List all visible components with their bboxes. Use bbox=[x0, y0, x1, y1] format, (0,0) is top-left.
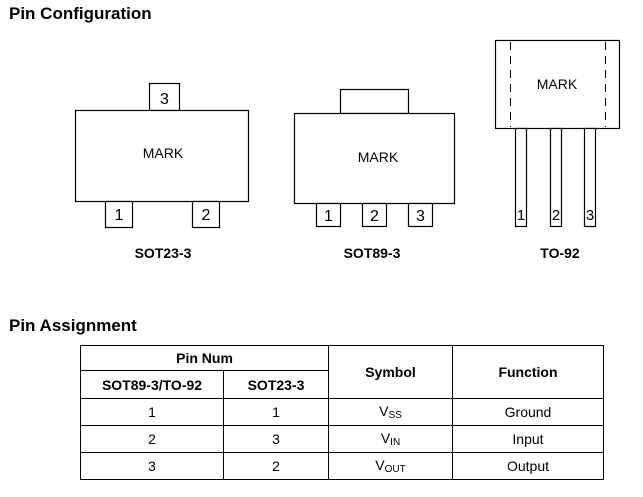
table-row: 2 3 VIN Input bbox=[80, 425, 604, 453]
pin-sot23-cell: 2 bbox=[223, 452, 329, 480]
function-header: Function bbox=[452, 345, 604, 399]
to92-pin3-lead bbox=[583, 127, 597, 228]
pin-num-header: Pin Num bbox=[80, 345, 329, 371]
symbol-cell: VIN bbox=[328, 425, 453, 453]
symbol-main: V bbox=[375, 457, 385, 473]
pin-assignment-heading: Pin Assignment bbox=[9, 316, 137, 335]
sot23-body bbox=[74, 109, 250, 203]
symbol-subscript: SS bbox=[388, 410, 402, 421]
to92-pin2-lead bbox=[549, 127, 563, 228]
sot89-to92-header: SOT89-3/TO-92 bbox=[80, 370, 224, 399]
to92-pin1-label: 1 bbox=[517, 207, 525, 224]
table-subheader-row: SOT89-3/TO-92 SOT23-3 bbox=[80, 370, 604, 399]
to92-pin2-label: 2 bbox=[552, 207, 560, 224]
to92-body bbox=[494, 39, 621, 130]
sot89-mark: MARK bbox=[358, 149, 399, 165]
table-header-row: Pin Num Symbol Function bbox=[80, 345, 604, 399]
pin-sot23-cell: 1 bbox=[223, 398, 329, 426]
pin-assignment-table: Pin Num Symbol Function SOT89-3/TO-92 SO… bbox=[80, 345, 604, 480]
sot23-pin1-box bbox=[104, 200, 134, 229]
sot23-pin3-label: 3 bbox=[160, 91, 169, 108]
sot23-pin1-label: 1 bbox=[115, 207, 124, 224]
to92-package: MARK 1 2 3 TO-92 bbox=[494, 39, 621, 261]
sot89-body bbox=[293, 112, 456, 205]
sot23-pin2-box bbox=[191, 200, 221, 229]
sot23-name: SOT23-3 bbox=[135, 245, 192, 261]
sot23-mark: MARK bbox=[143, 145, 184, 161]
pin-sot89-to92-cell: 1 bbox=[80, 398, 224, 426]
symbol-main: V bbox=[380, 430, 391, 446]
pin-configuration-heading: Pin Configuration bbox=[9, 4, 152, 23]
pin-sot23-cell: 3 bbox=[223, 425, 329, 453]
symbol-subscript: IN bbox=[390, 437, 401, 448]
symbol-header: Symbol bbox=[328, 345, 453, 399]
function-cell: Ground bbox=[452, 398, 604, 426]
symbol-main: V bbox=[379, 403, 389, 419]
symbol-cell: VSS bbox=[328, 398, 453, 426]
sot89-pin2-box bbox=[361, 202, 388, 228]
pin-sot89-to92-cell: 3 bbox=[80, 452, 224, 480]
sot23-pin2-label: 2 bbox=[202, 207, 211, 224]
sot89-pin3-box bbox=[407, 202, 434, 228]
sot89-pin2-label: 2 bbox=[370, 208, 379, 225]
sot23-header: SOT23-3 bbox=[223, 370, 329, 399]
to92-name: TO-92 bbox=[540, 245, 580, 261]
table-row: 3 2 VOUT Output bbox=[80, 452, 604, 480]
function-cell: Input bbox=[452, 425, 604, 453]
symbol-cell: VOUT bbox=[328, 452, 453, 480]
to92-mark: MARK bbox=[537, 76, 578, 92]
sot89-pin3-label: 3 bbox=[416, 208, 425, 225]
symbol-subscript: OUT bbox=[384, 464, 406, 475]
sot89-tab bbox=[339, 88, 410, 115]
function-cell: Output bbox=[452, 452, 604, 480]
sot89-pin1-label: 1 bbox=[324, 208, 333, 225]
sot89-package: MARK 1 2 3 SOT89-3 bbox=[293, 88, 456, 261]
pin-sot89-to92-cell: 2 bbox=[80, 425, 224, 453]
sot89-name: SOT89-3 bbox=[344, 245, 401, 261]
to92-pin3-label: 3 bbox=[586, 207, 594, 224]
to92-pin1-lead bbox=[514, 127, 528, 228]
table-row: 1 1 VSS Ground bbox=[80, 398, 604, 426]
package-diagrams: 3 MARK 1 2 SOT23-3 MARK 1 2 3 SOT89-3 MA… bbox=[74, 39, 621, 261]
sot89-pin1-box bbox=[315, 202, 342, 228]
sot23-package: 3 MARK 1 2 SOT23-3 bbox=[74, 82, 250, 261]
